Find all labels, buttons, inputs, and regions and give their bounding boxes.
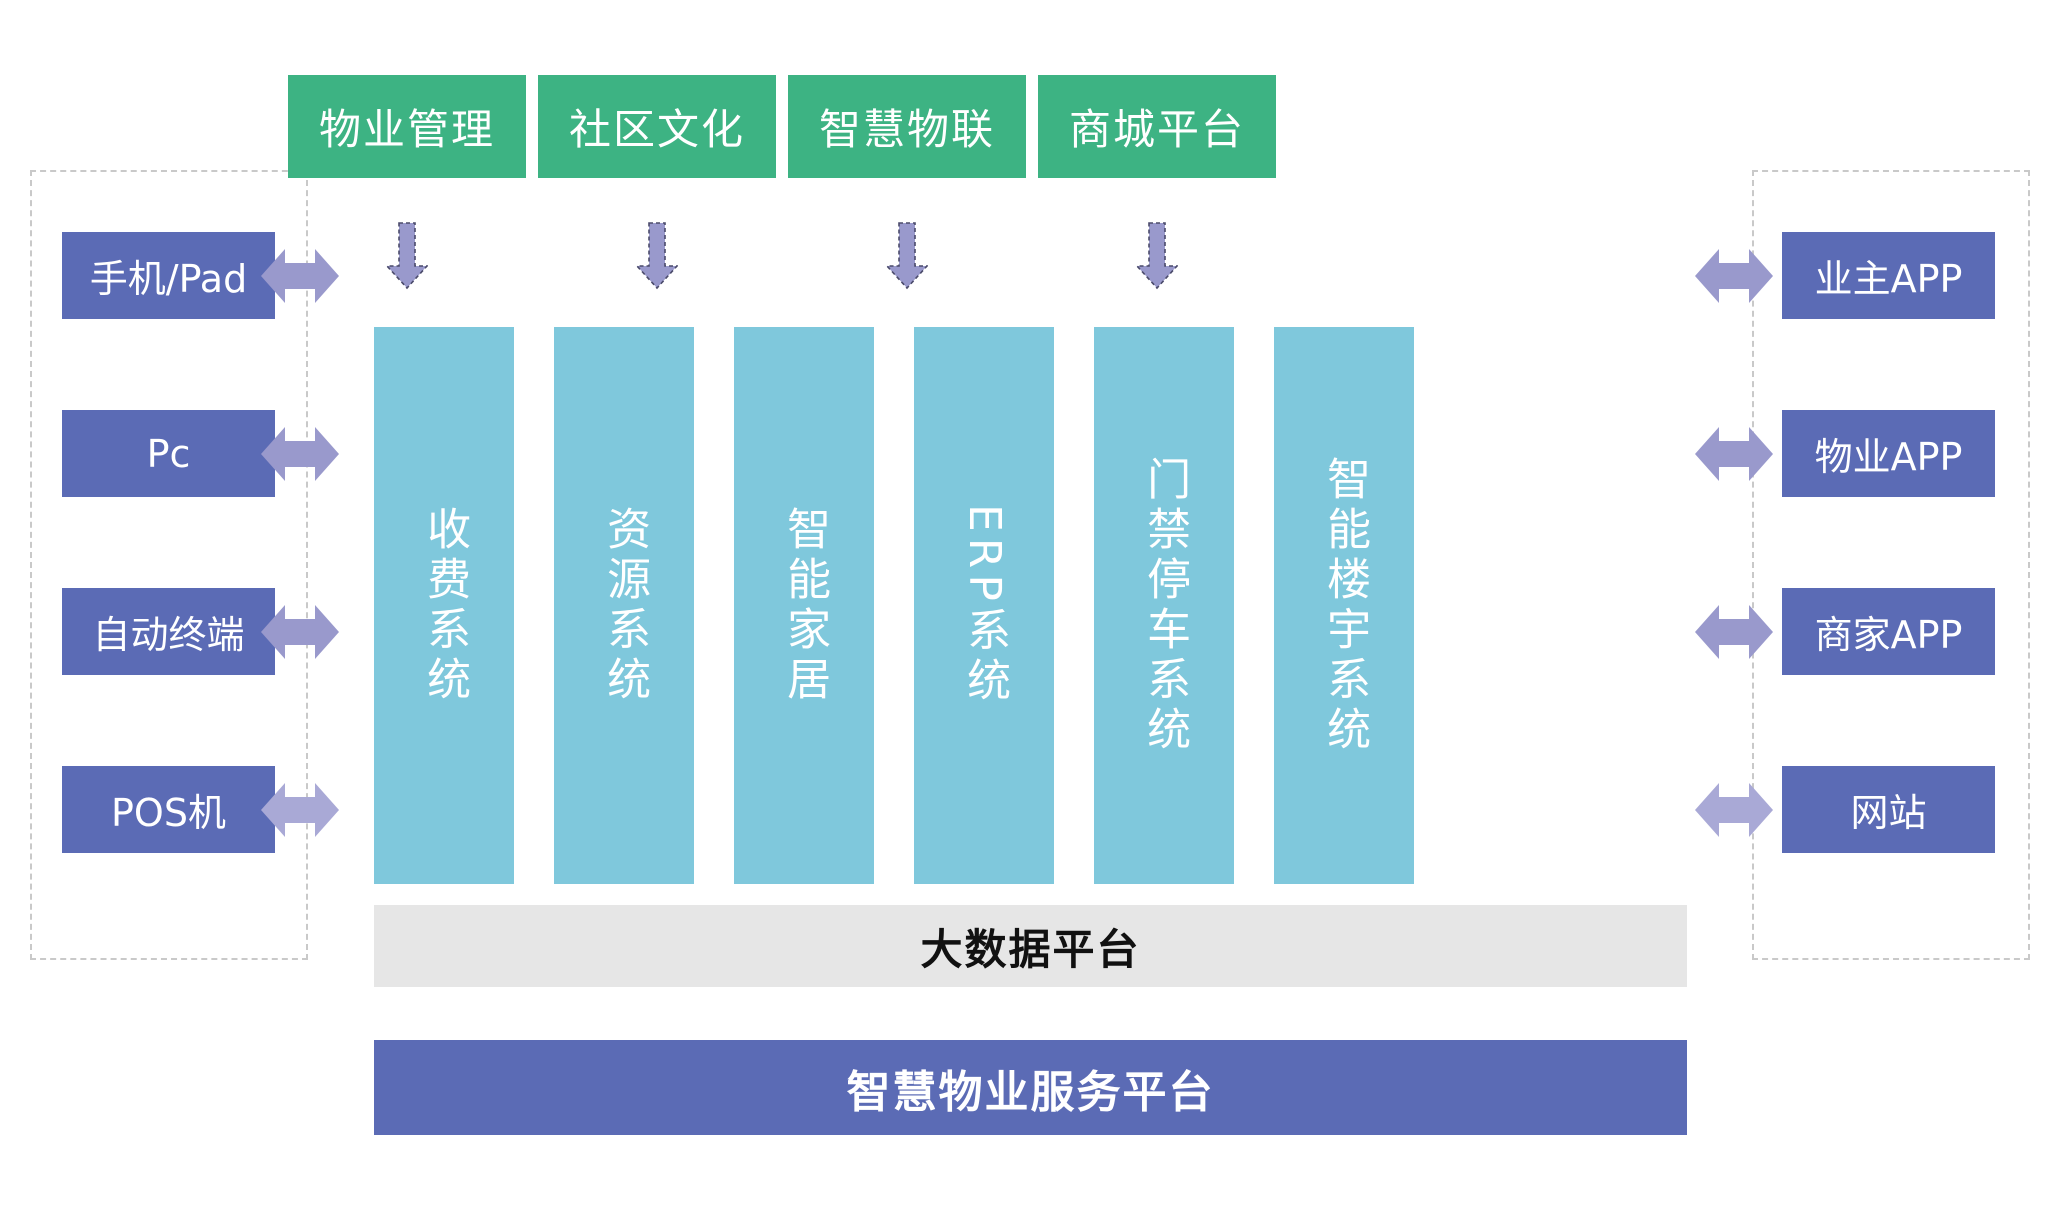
module-box-mall-platform[interactable]: 商城平台: [1038, 75, 1276, 178]
channel-label: 物业APP: [1814, 435, 1963, 479]
system-label: 智能家居: [779, 505, 831, 706]
system-label: 门禁停车系统: [1139, 455, 1191, 756]
channel-label: Pc: [146, 431, 191, 476]
module-label: 智慧物联: [818, 105, 995, 154]
channel-box-phone-pad[interactable]: 手机/Pad: [62, 232, 275, 319]
double-arrow-icon-website: [1693, 779, 1775, 841]
bigdata-platform-bar[interactable]: 大数据平台: [374, 905, 1687, 987]
double-arrow-icon-auto-terminal: [259, 601, 341, 663]
module-box-smart-iot[interactable]: 智慧物联: [788, 75, 1026, 178]
channel-label: 手机/Pad: [89, 257, 248, 301]
double-arrow-icon-pc: [259, 423, 341, 485]
down-arrow-icon-1: [386, 222, 428, 290]
double-arrow-icon-owner-app: [1693, 245, 1775, 307]
channel-box-website[interactable]: 网站: [1782, 766, 1995, 853]
system-label: ERP系统: [959, 504, 1011, 707]
down-arrow-icon-3: [886, 222, 928, 290]
channel-label: POS机: [111, 791, 226, 835]
double-arrow-icon-pos: [259, 779, 341, 841]
left-channel-group-border: [30, 170, 308, 960]
smart-property-platform-bar[interactable]: 智慧物业服务平台: [374, 1040, 1687, 1135]
down-arrow-icon-2: [636, 222, 678, 290]
module-label: 社区文化: [568, 105, 745, 154]
channel-box-owner-app[interactable]: 业主APP: [1782, 232, 1995, 319]
channel-box-merchant-app[interactable]: 商家APP: [1782, 588, 1995, 675]
system-label: 收费系统: [419, 505, 471, 706]
down-arrow-icon-4: [1136, 222, 1178, 290]
system-label: 智能楼宇系统: [1319, 455, 1371, 756]
double-arrow-icon-merchant-app: [1693, 601, 1775, 663]
system-column-smart-building[interactable]: 智能楼宇系统: [1274, 327, 1414, 884]
double-arrow-icon-property-app: [1693, 423, 1775, 485]
double-arrow-icon-phone-pad: [259, 245, 341, 307]
module-label: 商城平台: [1068, 105, 1245, 154]
channel-box-property-app[interactable]: 物业APP: [1782, 410, 1995, 497]
system-column-resource[interactable]: 资源系统: [554, 327, 694, 884]
smart-property-platform-label: 智慧物业服务平台: [846, 1066, 1215, 1118]
right-channel-group-border: [1752, 170, 2030, 960]
channel-box-pc[interactable]: Pc: [62, 410, 275, 497]
channel-label: 自动终端: [92, 613, 245, 657]
channel-box-pos[interactable]: POS机: [62, 766, 275, 853]
channel-label: 商家APP: [1814, 613, 1963, 657]
channel-box-auto-terminal[interactable]: 自动终端: [62, 588, 275, 675]
module-box-property-management[interactable]: 物业管理: [288, 75, 526, 178]
bigdata-platform-label: 大数据平台: [920, 924, 1141, 974]
channel-label: 业主APP: [1814, 257, 1963, 301]
module-label: 物业管理: [318, 105, 495, 154]
system-column-erp[interactable]: ERP系统: [914, 327, 1054, 884]
system-label: 资源系统: [599, 505, 651, 706]
channel-label: 网站: [1850, 791, 1927, 835]
module-box-community-culture[interactable]: 社区文化: [538, 75, 776, 178]
system-column-charging[interactable]: 收费系统: [374, 327, 514, 884]
system-column-smart-home[interactable]: 智能家居: [734, 327, 874, 884]
system-column-access-parking[interactable]: 门禁停车系统: [1094, 327, 1234, 884]
